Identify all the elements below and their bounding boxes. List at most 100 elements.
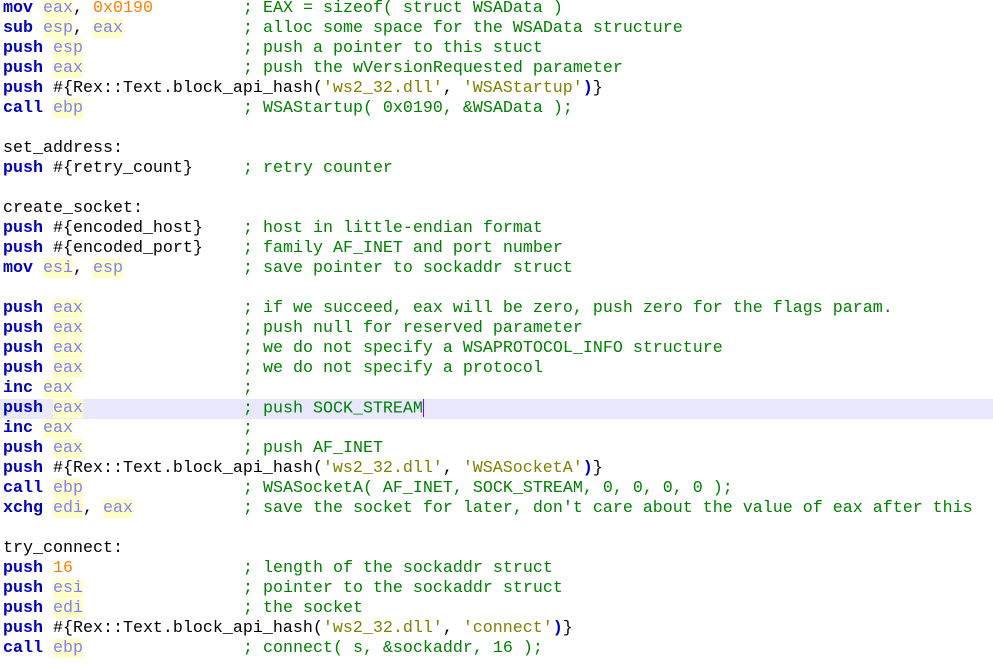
comment-text: ; WSAStartup( 0x0190, &WSAData ); bbox=[243, 99, 573, 118]
keyword: push bbox=[3, 579, 43, 598]
code-line[interactable]: push eax; if we succeed, eax will be zer… bbox=[0, 299, 993, 319]
comment-text: ; alloc some space for the WSAData struc… bbox=[243, 19, 683, 38]
code-text: } bbox=[592, 459, 603, 478]
text-caret bbox=[422, 399, 424, 417]
comment: ; we do not specify a WSAPROTOCOL_INFO s… bbox=[243, 339, 723, 359]
keyword: inc bbox=[3, 379, 33, 398]
comment-text: ; pointer to the sockaddr struct bbox=[243, 579, 563, 598]
comment: ; pointer to the sockaddr struct bbox=[243, 579, 563, 599]
code-line[interactable]: push #{Rex::Text.block_api_hash('ws2_32.… bbox=[0, 619, 993, 639]
code-line[interactable]: push #{encoded_port}; family AF_INET and… bbox=[0, 239, 993, 259]
code-text bbox=[43, 359, 53, 378]
code-line[interactable] bbox=[0, 279, 993, 299]
code-line[interactable]: push eax; push null for reserved paramet… bbox=[0, 319, 993, 339]
code-text bbox=[43, 639, 53, 658]
code-line[interactable]: push eax; we do not specify a protocol bbox=[0, 359, 993, 379]
code-line[interactable]: create_socket: bbox=[0, 199, 993, 219]
code-text bbox=[43, 599, 53, 618]
keyword: push bbox=[3, 599, 43, 618]
keyword: push bbox=[3, 59, 43, 78]
code-line[interactable]: push eax; push the wVersionRequested par… bbox=[0, 59, 993, 79]
code-line[interactable]: mov eax, 0x0190; EAX = sizeof( struct WS… bbox=[0, 0, 993, 19]
comment: ; length of the sockaddr struct bbox=[243, 559, 553, 579]
code-line[interactable] bbox=[0, 519, 993, 539]
code-text bbox=[33, 259, 43, 278]
comment: ; save pointer to sockaddr struct bbox=[243, 259, 573, 279]
code-text: #{encoded_host} bbox=[42, 219, 203, 238]
code-line[interactable] bbox=[0, 119, 993, 139]
code-line[interactable]: push 16 ; length of the sockaddr struct bbox=[0, 559, 993, 579]
code-text bbox=[33, 0, 43, 18]
code-line[interactable]: push #{Rex::Text.block_api_hash('ws2_32.… bbox=[0, 79, 993, 99]
code-line[interactable]: push #{retry_count}; retry counter bbox=[0, 159, 993, 179]
keyword: push bbox=[3, 459, 43, 478]
code-line[interactable]: push #{encoded_host}; host in little-end… bbox=[0, 219, 993, 239]
code-text: , bbox=[73, 19, 93, 38]
code-line[interactable]: push edi; the socket bbox=[0, 599, 993, 619]
code-line[interactable]: push esi; pointer to the sockaddr struct bbox=[0, 579, 993, 599]
register: ebp bbox=[52, 479, 83, 498]
code-line[interactable]: push #{Rex::Text.block_api_hash('ws2_32.… bbox=[0, 459, 993, 479]
code-text: #{Rex::Text.block_api_hash( bbox=[42, 459, 323, 478]
register: eax bbox=[93, 19, 123, 38]
keyword: push bbox=[3, 399, 43, 418]
code-text: #{retry_count} bbox=[42, 159, 193, 178]
code-text bbox=[43, 99, 53, 118]
code-text bbox=[43, 339, 53, 358]
comment-text: ; WSASocketA( AF_INET, SOCK_STREAM, 0, 0… bbox=[243, 479, 733, 498]
comment: ; save the socket for later, don't care … bbox=[243, 499, 973, 519]
comment: ; if we succeed, eax will be zero, push … bbox=[243, 299, 893, 319]
comment: ; connect( s, &sockaddr, 16 ); bbox=[243, 639, 543, 659]
operator: ) bbox=[552, 619, 563, 638]
comment-text: ; we do not specify a protocol bbox=[243, 359, 543, 378]
comment: ; EAX = sizeof( struct WSAData ) bbox=[243, 0, 563, 19]
comment-text: ; we do not specify a WSAPROTOCOL_INFO s… bbox=[243, 339, 723, 358]
code-line[interactable]: sub esp, eax; alloc some space for the W… bbox=[0, 19, 993, 39]
code-text: } bbox=[592, 79, 603, 98]
code-line[interactable]: mov esi, esp; save pointer to sockaddr s… bbox=[0, 259, 993, 279]
code-text: } bbox=[562, 619, 573, 638]
register: eax bbox=[52, 319, 83, 338]
code-text: , bbox=[442, 79, 463, 98]
register: eax bbox=[52, 439, 83, 458]
code-line-current[interactable]: push eax; push SOCK_STREAM bbox=[0, 399, 993, 419]
code-line[interactable]: call ebp ; WSASocketA( AF_INET, SOCK_STRE… bbox=[0, 479, 993, 499]
code-line[interactable]: inc eax; bbox=[0, 379, 993, 399]
register: eax bbox=[52, 299, 83, 318]
code-text bbox=[43, 499, 53, 518]
code-text: #{Rex::Text.block_api_hash( bbox=[42, 79, 323, 98]
code-text bbox=[33, 419, 43, 438]
keyword: push bbox=[3, 239, 43, 258]
code-line[interactable]: push eax; push AF_INET bbox=[0, 439, 993, 459]
code-text bbox=[33, 19, 43, 38]
keyword: push bbox=[3, 439, 43, 458]
register: eax bbox=[52, 359, 83, 378]
code-line[interactable]: push eax; we do not specify a WSAPROTOCO… bbox=[0, 339, 993, 359]
code-line[interactable]: set_address: bbox=[0, 139, 993, 159]
register: eax bbox=[43, 419, 73, 438]
code-line[interactable]: push esp; push a pointer to this stuct bbox=[0, 39, 993, 59]
code-line[interactable]: call ebp; WSAStartup( 0x0190, &WSAData )… bbox=[0, 99, 993, 119]
code-line[interactable]: try_connect: bbox=[0, 539, 993, 559]
comment: ; alloc some space for the WSAData struc… bbox=[243, 19, 683, 39]
code-text bbox=[43, 39, 53, 58]
code-line[interactable] bbox=[0, 179, 993, 199]
keyword: inc bbox=[3, 419, 33, 438]
number-literal: 16 bbox=[52, 559, 73, 578]
code-text bbox=[43, 559, 53, 578]
code-line[interactable]: inc eax; bbox=[0, 419, 993, 439]
register: eax bbox=[102, 499, 133, 518]
comment-text: ; push SOCK_STREAM bbox=[243, 399, 423, 419]
register: ebp bbox=[52, 639, 83, 658]
code-line[interactable]: call ebp; connect( s, &sockaddr, 16 ); bbox=[0, 639, 993, 659]
comment-text: ; the socket bbox=[243, 599, 363, 618]
code-text: #{Rex::Text.block_api_hash( bbox=[42, 619, 323, 638]
comment-text: ; push a pointer to this stuct bbox=[243, 39, 543, 58]
code-text bbox=[43, 299, 53, 318]
comment: ; push SOCK_STREAM bbox=[243, 399, 424, 419]
comment: ; family AF_INET and port number bbox=[243, 239, 563, 259]
keyword: call bbox=[3, 479, 43, 498]
keyword: push bbox=[3, 559, 43, 578]
code-line[interactable]: xchg edi, eax; save the socket for later… bbox=[0, 499, 993, 519]
